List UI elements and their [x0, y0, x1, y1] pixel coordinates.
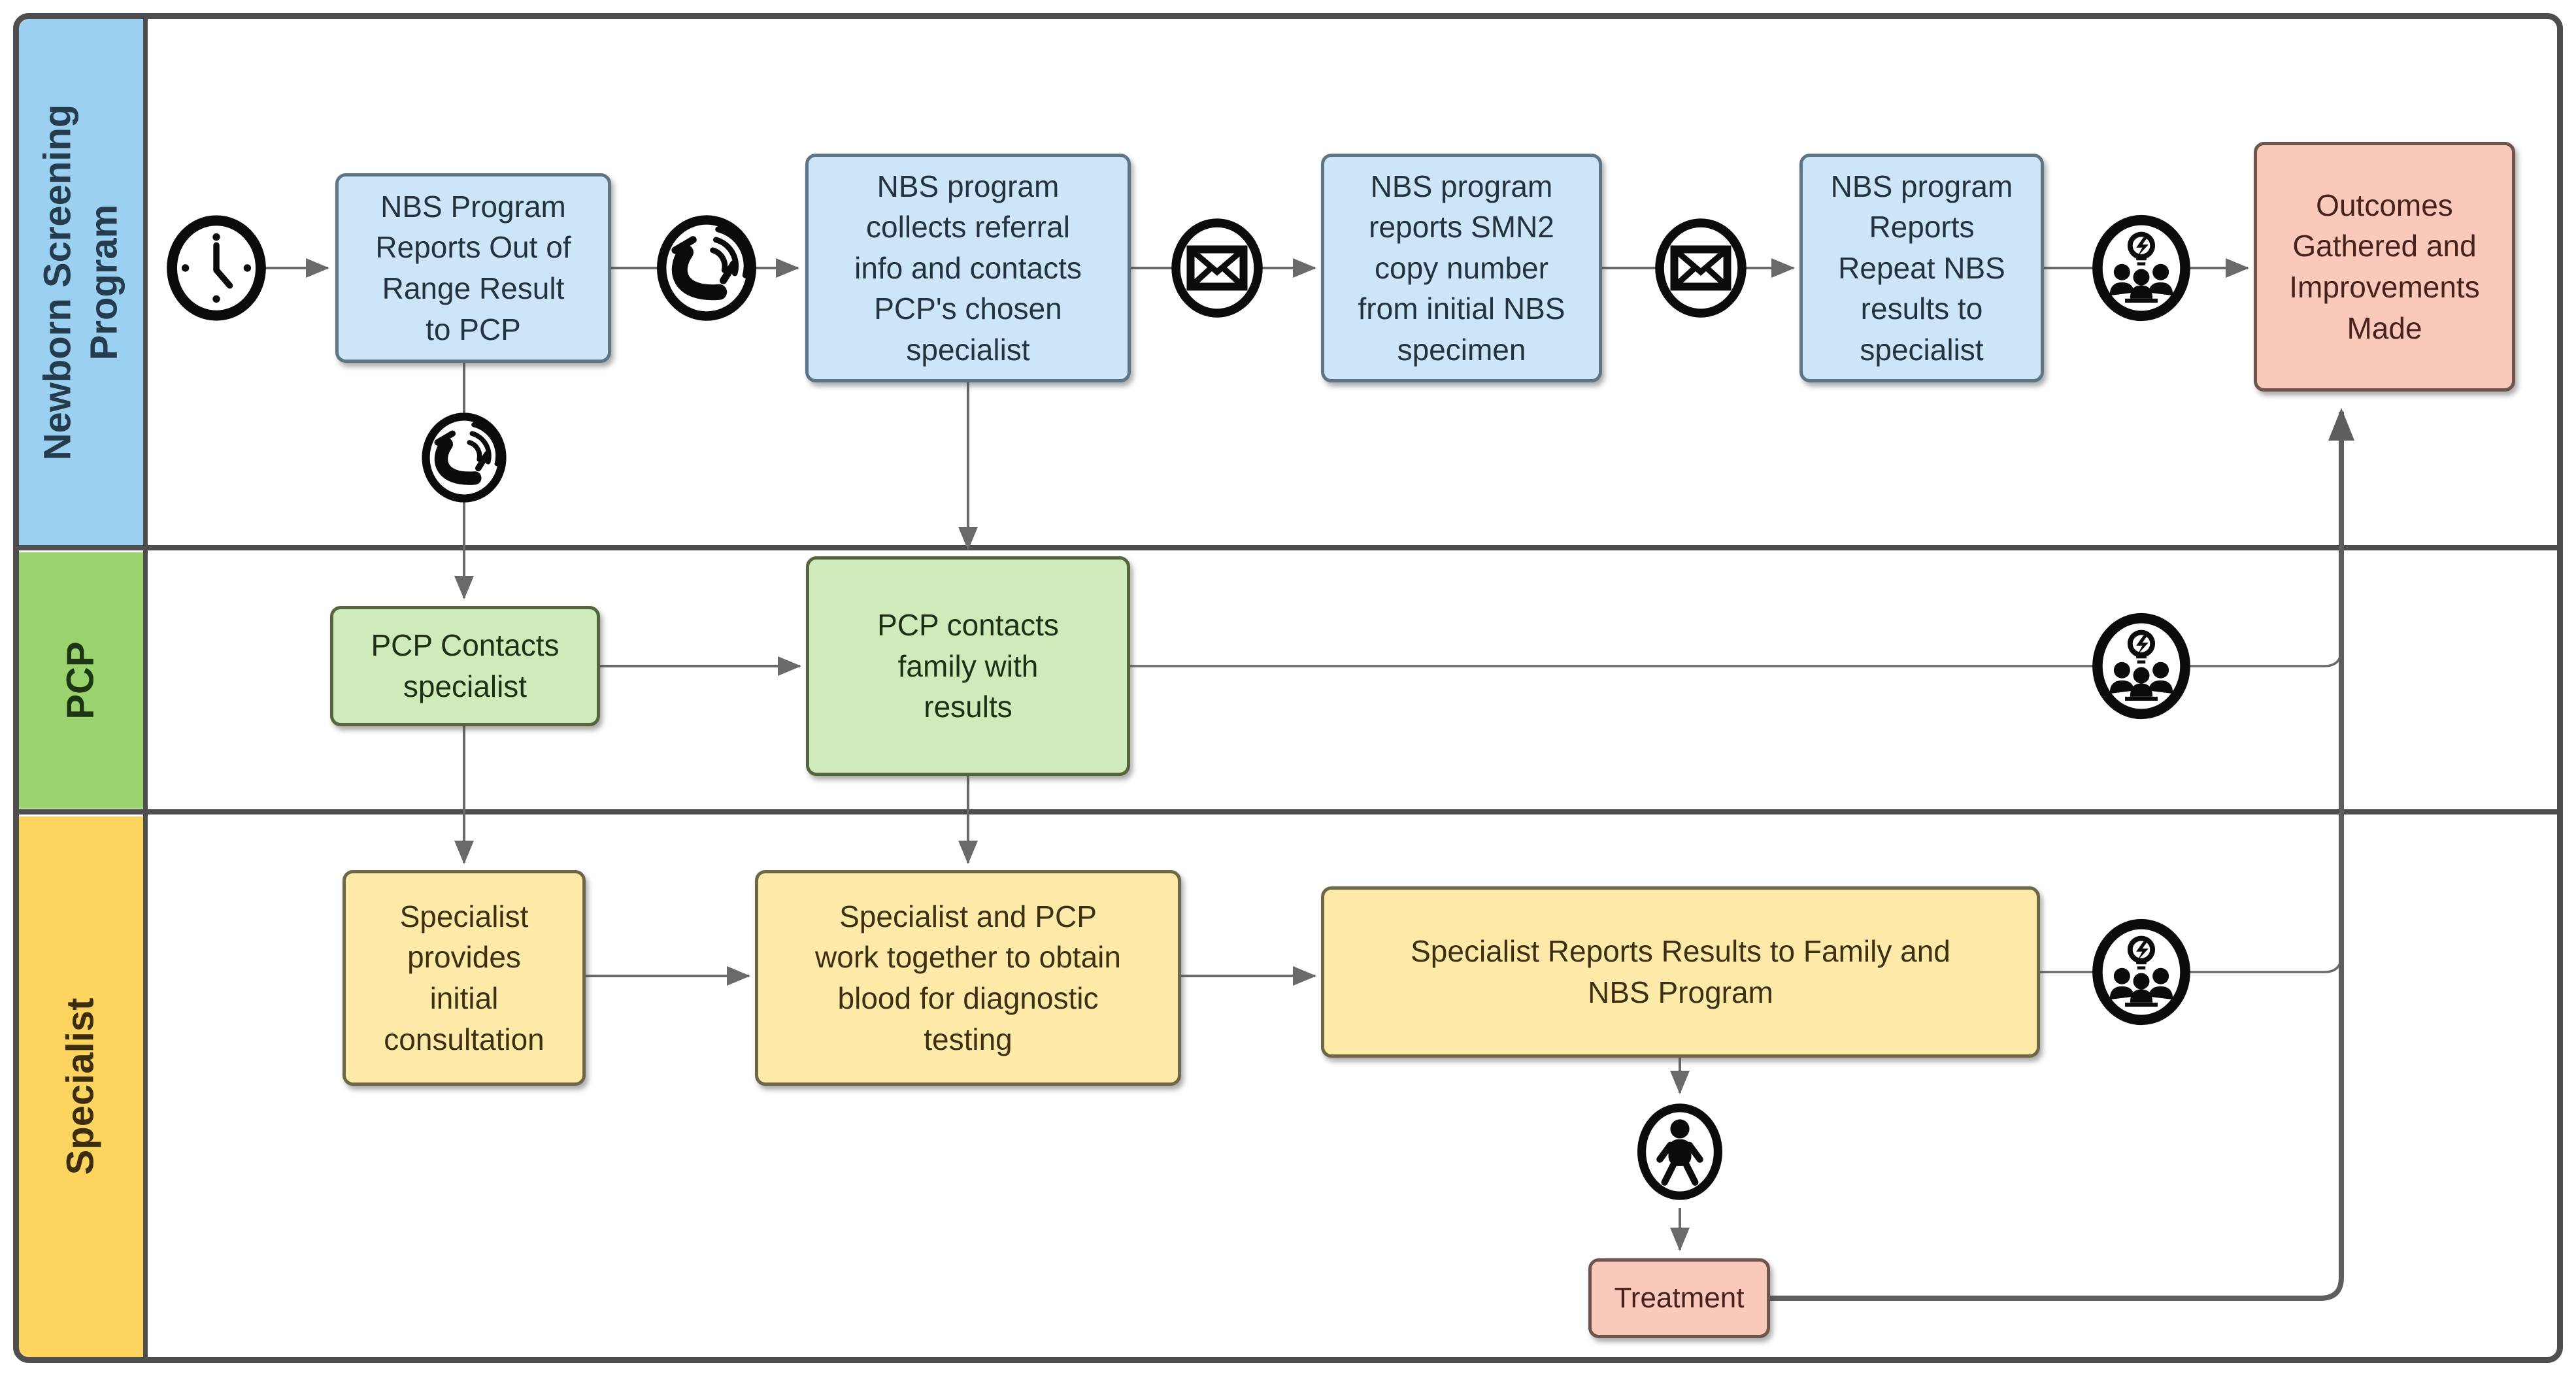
lane-band-newborn-screening-program [19, 19, 143, 545]
lane-divider-nbs-pcp [16, 545, 2560, 550]
lane-divider-pcp-specialist [16, 809, 2560, 814]
node-pcp-contacts-specialist: PCP Contacts specialist [330, 606, 600, 726]
node-nbs-reports-repeat: NBS program Reports Repeat NBS results t… [1799, 154, 2044, 382]
node-outcomes: Outcomes Gathered and Improvements Made [2254, 142, 2515, 392]
team-idea-icon [2090, 917, 2192, 1027]
phone-call-icon [654, 213, 759, 323]
lane-band-pcp [19, 552, 143, 809]
node-treatment: Treatment [1588, 1258, 1770, 1338]
email-icon [1652, 216, 1750, 320]
lane-label-column-separator [143, 16, 148, 1360]
phone-call-icon [420, 411, 509, 504]
node-specialist-initial-consult: Specialist provides initial consultation [343, 870, 586, 1086]
team-idea-icon [2090, 611, 2192, 721]
baby-icon [1632, 1098, 1728, 1205]
email-icon [1168, 216, 1266, 320]
node-nbs-collects-referral: NBS program collects referral info and c… [805, 154, 1131, 382]
lane-label-specialist: Specialist [59, 998, 102, 1175]
node-pcp-contacts-family: PCP contacts family with results [806, 556, 1130, 776]
team-idea-icon [2090, 213, 2192, 323]
lane-label-newborn-screening-program: Newborn Screening Program [36, 104, 125, 461]
node-specialist-reports-results: Specialist Reports Results to Family and… [1321, 886, 2040, 1058]
node-specialist-pcp-blood-draw: Specialist and PCP work together to obta… [755, 870, 1181, 1086]
lane-label-pcp: PCP [59, 641, 102, 720]
node-nbs-out-of-range: NBS Program Reports Out of Range Result … [335, 173, 611, 363]
clock-icon [165, 214, 268, 322]
node-nbs-reports-smn2: NBS program reports SMN2 copy number fro… [1321, 154, 1602, 382]
lane-band-specialist [19, 816, 143, 1357]
